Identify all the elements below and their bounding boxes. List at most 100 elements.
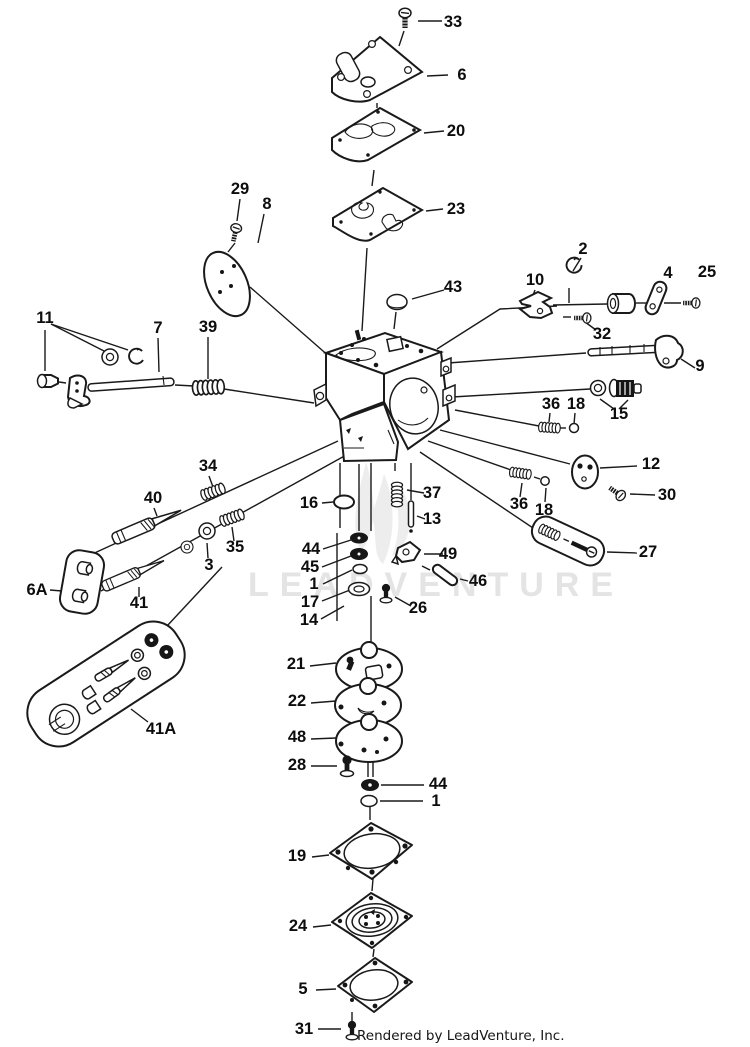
callout-17[interactable]: 17	[301, 593, 319, 611]
callout-9[interactable]: 9	[695, 357, 704, 375]
callout-41a[interactable]: 41A	[146, 720, 176, 738]
callout-40[interactable]: 40	[144, 489, 162, 507]
part-spring-35	[217, 507, 247, 528]
callout-1-lower[interactable]: 1	[431, 792, 440, 810]
part-pump-cover-6	[331, 35, 424, 103]
part-welch-plug-12	[571, 454, 599, 490]
callout-19[interactable]: 19	[288, 847, 306, 865]
part-spring-36-lower	[508, 466, 533, 481]
part-plate-48	[335, 713, 403, 763]
callout-20[interactable]: 20	[447, 122, 465, 140]
callout-29[interactable]: 29	[231, 180, 249, 198]
part-needle-41	[100, 555, 167, 593]
part-screw-33	[398, 7, 412, 29]
part-kit-11-washer	[101, 348, 119, 366]
part-repair-kit-41a	[26, 620, 186, 748]
part-bowl-gasket-19	[329, 822, 413, 880]
callout-41[interactable]: 41	[130, 594, 148, 612]
callout-21[interactable]: 21	[287, 655, 305, 673]
part-spring-36-upper	[537, 421, 562, 434]
callout-8[interactable]: 8	[262, 195, 271, 213]
part-disc-45	[350, 548, 368, 560]
callout-14[interactable]: 14	[300, 611, 319, 629]
callout-25[interactable]: 25	[698, 263, 716, 281]
callout-23[interactable]: 23	[447, 200, 465, 218]
callout-5[interactable]: 5	[298, 980, 307, 998]
part-cover-gasket-5	[337, 957, 413, 1013]
part-diaphragm-21	[335, 641, 403, 691]
callout-31[interactable]: 31	[295, 1020, 313, 1038]
callout-35[interactable]: 35	[226, 538, 244, 556]
part-washer-3	[180, 522, 216, 554]
callout-37[interactable]: 37	[423, 484, 441, 502]
callout-28[interactable]: 28	[288, 756, 306, 774]
callout-6[interactable]: 6	[457, 66, 466, 84]
callout-22[interactable]: 22	[288, 692, 306, 710]
part-bracket-6a	[58, 549, 106, 615]
part-pin-13	[407, 500, 415, 533]
callout-11[interactable]: 11	[36, 309, 53, 327]
part-pump-diaphragm-23	[332, 186, 425, 242]
carburetor-body	[313, 329, 456, 463]
callout-2[interactable]: 2	[578, 240, 587, 258]
callout-44-mid[interactable]: 44	[302, 540, 321, 558]
callout-18-lower[interactable]: 18	[535, 501, 553, 519]
part-pin-46	[431, 563, 459, 587]
callout-10[interactable]: 10	[526, 271, 544, 289]
callout-45[interactable]: 45	[301, 558, 319, 576]
callout-4[interactable]: 4	[663, 264, 673, 282]
part-screw-29	[227, 222, 244, 244]
callout-32[interactable]: 32	[593, 325, 611, 343]
part-oring-18-lower	[540, 476, 550, 486]
callout-7[interactable]: 7	[153, 319, 162, 337]
leadventure-text-watermark: LEADVENTURE	[248, 566, 624, 604]
callout-18-upper[interactable]: 18	[567, 395, 585, 413]
part-clip-2	[565, 256, 583, 274]
part-plug-43	[386, 293, 408, 311]
part-choke-lever-4	[644, 280, 668, 316]
callout-15[interactable]: 15	[610, 405, 628, 423]
part-pump-gasket-20	[331, 106, 423, 163]
part-kit-11-clip	[128, 347, 144, 365]
callout-44-lower[interactable]: 44	[429, 775, 448, 793]
callout-48[interactable]: 48	[288, 728, 306, 746]
part-spring-37	[390, 481, 404, 508]
callout-labels: 33 6 20 23 29 8 43 2 10 4 25 32 11 7 39 …	[26, 13, 716, 1038]
callout-39[interactable]: 39	[199, 318, 217, 336]
callout-43[interactable]: 43	[444, 278, 462, 296]
part-gasket-1-mid	[352, 563, 368, 575]
callout-26[interactable]: 26	[409, 599, 427, 617]
part-gasket-1-lower	[360, 794, 378, 808]
part-lever-49	[390, 540, 422, 566]
callout-12[interactable]: 12	[642, 455, 660, 473]
part-ring-17	[347, 581, 371, 597]
callout-33[interactable]: 33	[444, 13, 462, 31]
callout-27[interactable]: 27	[639, 543, 657, 561]
callout-36-upper[interactable]: 36	[542, 395, 560, 413]
part-screw-kit-27	[530, 515, 606, 567]
callout-6a[interactable]: 6A	[26, 581, 47, 599]
callout-36-lower[interactable]: 36	[510, 495, 528, 513]
part-choke-shaft-9	[587, 334, 684, 369]
callout-49[interactable]: 49	[439, 545, 457, 563]
part-bushing	[606, 293, 636, 314]
callout-30[interactable]: 30	[658, 486, 676, 504]
callout-13[interactable]: 13	[423, 510, 441, 528]
part-screw-32	[573, 312, 592, 324]
callout-16[interactable]: 16	[300, 494, 318, 512]
callout-24[interactable]: 24	[289, 917, 308, 935]
part-oring-16	[333, 494, 355, 510]
callout-34[interactable]: 34	[199, 457, 218, 475]
part-kit-11-plug	[36, 373, 59, 389]
part-screw-30	[605, 482, 629, 504]
part-spring-39	[191, 378, 226, 397]
part-metering-diaphragm-24	[331, 892, 413, 949]
callout-1-mid[interactable]: 1	[309, 575, 318, 593]
callout-46[interactable]: 46	[469, 572, 487, 590]
part-disc-44-mid	[350, 532, 368, 544]
footer-credit: Rendered by LeadVenture, Inc.	[357, 1028, 565, 1044]
part-throttle-shaft-7	[87, 375, 175, 392]
part-throttle-plate-8	[203, 250, 251, 318]
callout-3[interactable]: 3	[204, 556, 213, 574]
